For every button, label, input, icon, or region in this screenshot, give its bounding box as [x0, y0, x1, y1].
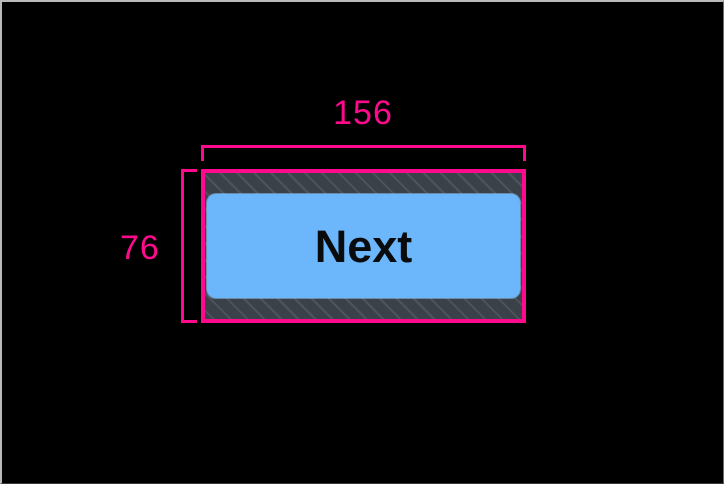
next-button[interactable]: Next — [207, 194, 520, 298]
next-button-label: Next — [314, 220, 413, 272]
height-measurement-label: 76 — [120, 229, 160, 267]
width-dimension-bracket — [201, 145, 526, 161]
height-dimension-bracket — [181, 169, 197, 323]
padding-strip-top — [205, 173, 522, 194]
padding-strip-bottom — [205, 298, 522, 319]
width-measurement-label: 156 — [333, 94, 393, 132]
element-padding-region: Next — [205, 173, 522, 319]
element-highlight-outline: Next — [201, 169, 526, 323]
